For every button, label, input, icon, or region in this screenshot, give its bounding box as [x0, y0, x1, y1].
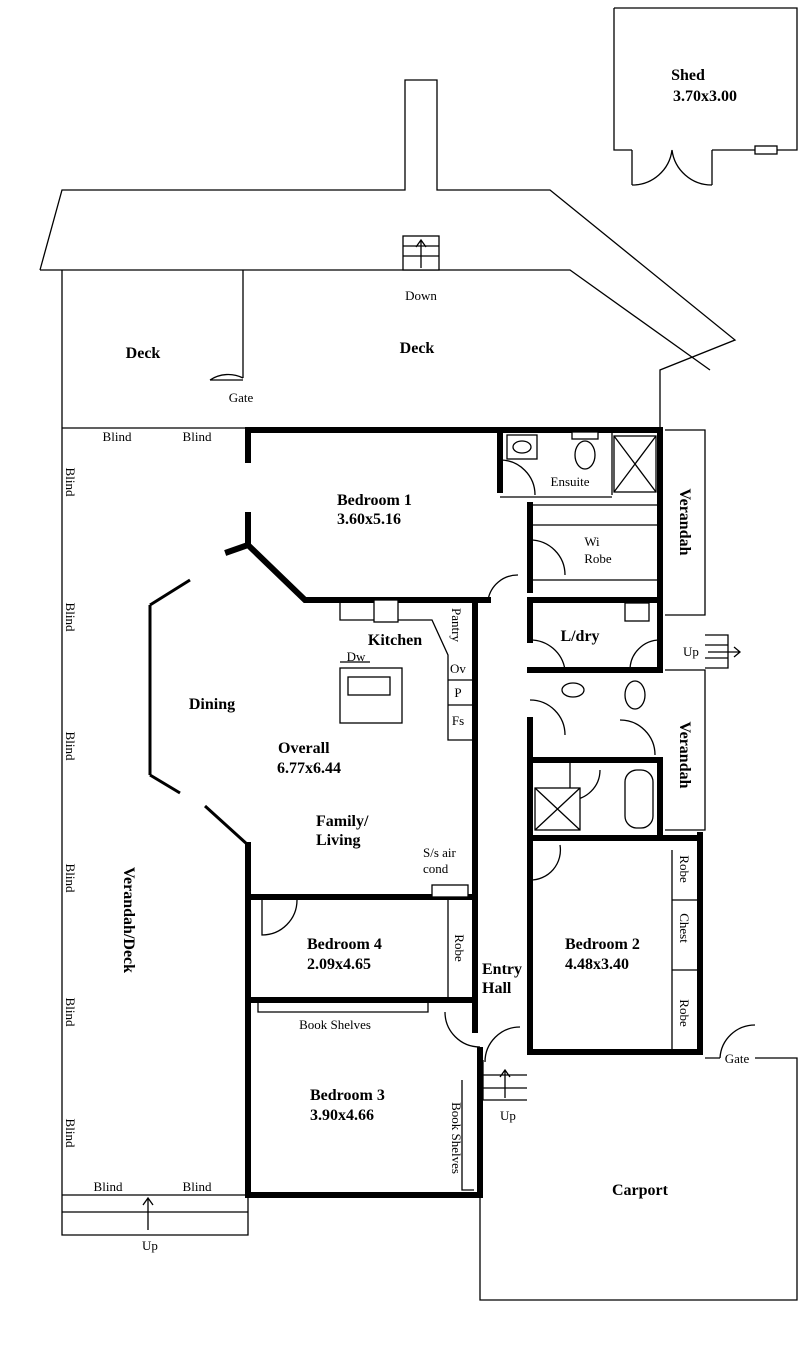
wi-robe-label: Wi [584, 534, 600, 549]
blind-label: Blind [183, 429, 212, 444]
deck-left-label: Deck [126, 345, 161, 362]
verandah-deck-label: Verandah/Deck [120, 867, 137, 973]
bedroom2-size: 4.48x3.40 [565, 956, 629, 973]
kitchen-label: Kitchen [368, 632, 422, 649]
living-label: Living [316, 832, 360, 849]
laundry-label: L/dry [560, 628, 599, 645]
deck-gate-label: Gate [229, 390, 254, 405]
book-shelves-label: Book Shelves [449, 1102, 464, 1174]
bottom-up-label: Up [142, 1238, 158, 1253]
dining-label: Dining [189, 696, 235, 713]
robe2a-label: Robe [677, 855, 692, 883]
bedroom3-size: 3.90x4.66 [310, 1107, 374, 1124]
family-label: Family/ [316, 813, 369, 830]
fridge-label: Fs [452, 713, 464, 728]
robe4-label: Robe [452, 934, 467, 962]
wi-robe-label: Robe [584, 551, 612, 566]
carport-label: Carport [612, 1182, 669, 1199]
chest-label: Chest [677, 913, 692, 943]
dishwasher-label: Dw [347, 649, 366, 664]
aircon-label: cond [423, 861, 449, 876]
p-label: P [454, 685, 461, 700]
deck-outline [39, 79, 737, 1236]
verandah-lower-label: Verandah [676, 722, 693, 789]
pantry-label: Pantry [449, 608, 464, 642]
blind-label: Blind [183, 1179, 212, 1194]
overall-label: Overall [278, 740, 330, 757]
bedroom2-label: Bedroom 2 [565, 936, 640, 953]
deck-main-label: Deck [400, 340, 435, 357]
blind-label: Blind [63, 864, 78, 893]
deck-down-label: Down [405, 288, 437, 303]
blinds: Blind Blind Blind Blind Blind Blind Blin… [63, 429, 212, 1194]
book-shelves-label: Book Shelves [299, 1017, 371, 1032]
blind-label: Blind [63, 1119, 78, 1148]
bedroom1-label: Bedroom 1 [337, 492, 412, 509]
verandah-upper-label: Verandah [676, 489, 693, 556]
bedroom3-label: Bedroom 3 [310, 1087, 385, 1104]
house-walls [148, 427, 798, 1301]
aircon-label: S/s air [423, 845, 457, 860]
bedroom1-size: 3.60x5.16 [337, 511, 401, 528]
blind-label: Blind [63, 998, 78, 1027]
shed: Shed 3.70x3.00 [613, 7, 798, 186]
oven-label: Ov [450, 661, 466, 676]
blind-label: Blind [63, 468, 78, 497]
bedroom4-size: 2.09x4.65 [307, 956, 371, 973]
blind-label: Blind [94, 1179, 123, 1194]
carport-gate-label: Gate [725, 1051, 750, 1066]
ensuite-label: Ensuite [551, 474, 590, 489]
entry-up-label: Up [500, 1108, 516, 1123]
blind-label: Blind [63, 603, 78, 632]
bedroom4-label: Bedroom 4 [307, 936, 382, 953]
hall-label: Hall [482, 980, 512, 997]
robe2b-label: Robe [677, 999, 692, 1027]
overall-size: 6.77x6.44 [277, 760, 341, 777]
blind-label: Blind [63, 732, 78, 761]
entry-label: Entry [482, 961, 522, 978]
verandah-up-label: Up [683, 644, 699, 659]
shed-label: Shed [671, 67, 705, 84]
shed-size: 3.70x3.00 [673, 88, 737, 105]
blind-label: Blind [103, 429, 132, 444]
